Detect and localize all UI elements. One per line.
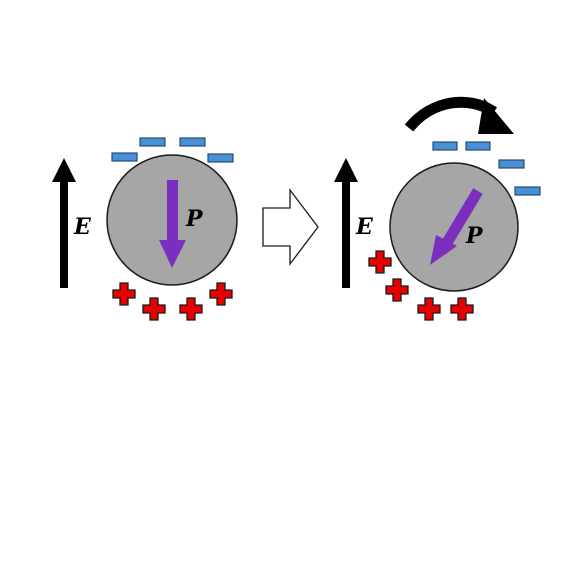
positive-charges-left	[112, 282, 233, 321]
transition-arrow-icon	[262, 188, 319, 266]
polarization-label-right: P	[465, 223, 484, 249]
polarization-label-left: P	[185, 206, 204, 232]
field-arrow-right	[334, 158, 358, 288]
field-label-right: E	[355, 214, 374, 240]
minus-sign-icon	[179, 137, 206, 147]
negative-charges-right	[432, 141, 541, 196]
plus-sign-icon	[385, 278, 409, 302]
field-label-left: E	[73, 214, 92, 240]
plus-sign-icon	[368, 250, 392, 274]
plus-sign-icon	[450, 297, 474, 321]
plus-sign-icon	[142, 297, 166, 321]
minus-sign-icon	[207, 153, 234, 163]
panel-rotating: E P	[334, 96, 541, 321]
minus-sign-icon	[514, 186, 541, 196]
plus-sign-icon	[209, 282, 233, 306]
minus-sign-icon	[111, 152, 138, 162]
minus-sign-icon	[139, 137, 166, 147]
plus-sign-icon	[417, 297, 441, 321]
panel-initial: E P	[52, 137, 238, 321]
minus-sign-icon	[498, 159, 525, 169]
field-arrow-left	[52, 158, 76, 288]
polarization-arrow-left	[159, 180, 186, 268]
minus-sign-icon	[432, 141, 458, 151]
minus-sign-icon	[465, 141, 491, 151]
plus-sign-icon	[179, 297, 203, 321]
negative-charges-left	[111, 137, 234, 163]
rotation-arrow-icon	[404, 96, 514, 134]
polarization-arrowhead-right	[430, 235, 457, 265]
plus-sign-icon	[112, 282, 136, 306]
positive-charges-right	[368, 250, 474, 321]
polarization-arrow-right	[437, 188, 483, 254]
